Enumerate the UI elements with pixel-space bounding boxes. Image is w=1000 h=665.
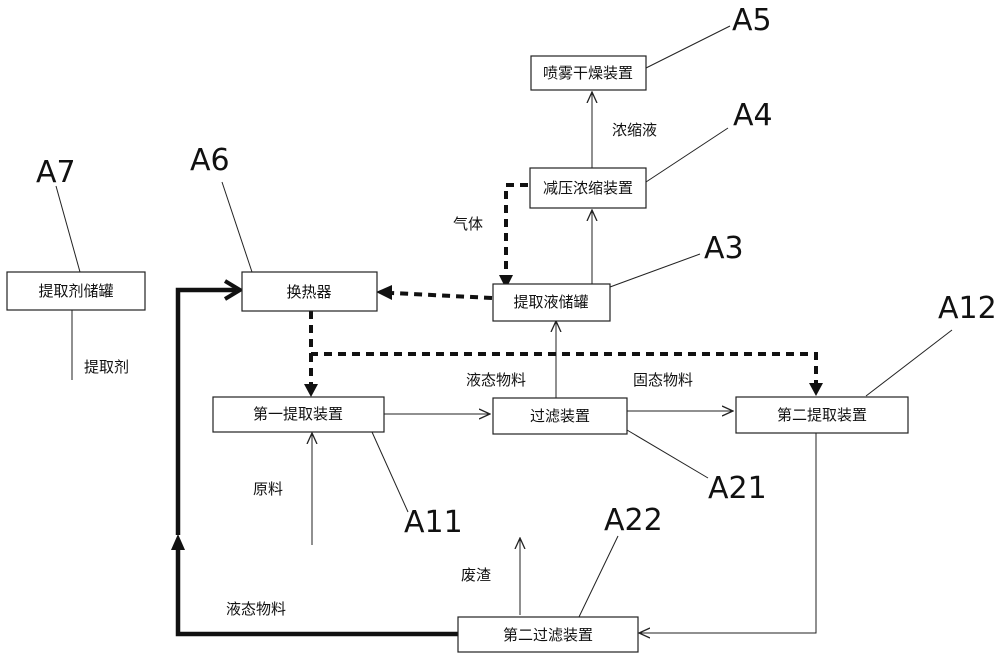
tag-a6: A6 xyxy=(190,143,230,178)
node-a21: 过滤装置 xyxy=(492,397,628,435)
label-raw-material: 原料 xyxy=(253,480,283,498)
node-a7-label: 提取剂储罐 xyxy=(38,282,113,300)
leader-a6 xyxy=(221,181,253,273)
arrowhead-a6-return xyxy=(223,279,244,301)
tag-a3: A3 xyxy=(704,231,744,266)
label-solid-material: 固态物料 xyxy=(633,371,693,389)
tag-a5: A5 xyxy=(732,3,772,38)
arrowhead-a11-in xyxy=(304,384,318,397)
node-a3: 提取液储罐 xyxy=(492,283,611,322)
leader-a4 xyxy=(645,127,729,183)
arrowhead-a3-in xyxy=(499,275,513,289)
leader-a5 xyxy=(645,25,731,69)
label-extractant: 提取剂 xyxy=(84,358,129,376)
edge-a22-to-a6 xyxy=(175,548,458,637)
node-a12: 第二提取装置 xyxy=(735,396,909,434)
edge-a6-to-extractors xyxy=(309,311,818,385)
leader-a22 xyxy=(577,535,619,620)
tag-a7: A7 xyxy=(36,155,76,190)
leader-a12 xyxy=(865,329,953,397)
node-a22: 第二过滤装置 xyxy=(457,616,639,653)
node-a11-label: 第一提取装置 xyxy=(253,405,343,423)
node-a5: 喷雾干燥装置 xyxy=(530,55,647,91)
node-a6: 换热器 xyxy=(241,271,378,312)
arrowhead-a6-in xyxy=(376,285,392,300)
arrowhead-upward-return xyxy=(171,534,185,550)
node-a11: 第一提取装置 xyxy=(212,396,385,433)
label-concentrate: 浓缩液 xyxy=(612,121,657,139)
node-a4-label: 减压浓缩装置 xyxy=(543,179,633,197)
node-a4: 减压浓缩装置 xyxy=(529,167,647,209)
node-a12-label: 第二提取装置 xyxy=(777,406,867,424)
edge-return-to-a6 xyxy=(175,287,236,535)
tag-a22: A22 xyxy=(604,503,663,538)
node-a21-label: 过滤装置 xyxy=(530,407,590,425)
edge-a4-gas-to-a3 xyxy=(504,183,528,283)
edge-a3-to-a6 xyxy=(391,291,493,300)
label-liquid-material-mid: 液态物料 xyxy=(466,371,526,389)
leader-a7 xyxy=(55,185,81,273)
tag-a4: A4 xyxy=(733,98,773,133)
node-a22-label: 第二过滤装置 xyxy=(503,626,593,644)
label-gas: 气体 xyxy=(453,215,483,233)
leader-a11 xyxy=(371,431,409,513)
node-a7: 提取剂储罐 xyxy=(6,271,146,311)
edge-a12-to-a22 xyxy=(639,433,817,633)
tag-a12: A12 xyxy=(938,291,997,326)
leader-a3 xyxy=(609,253,701,288)
arrowhead-a12-in xyxy=(809,383,823,396)
node-a5-label: 喷雾干燥装置 xyxy=(543,64,633,82)
label-liquid-material-bottom: 液态物料 xyxy=(226,600,286,618)
node-a3-label: 提取液储罐 xyxy=(513,293,588,311)
tag-a11: A11 xyxy=(404,505,463,540)
leader-a21 xyxy=(626,429,709,479)
node-a6-label: 换热器 xyxy=(286,283,331,301)
label-waste-residue: 废渣 xyxy=(461,566,491,584)
tag-a21: A21 xyxy=(708,471,767,506)
